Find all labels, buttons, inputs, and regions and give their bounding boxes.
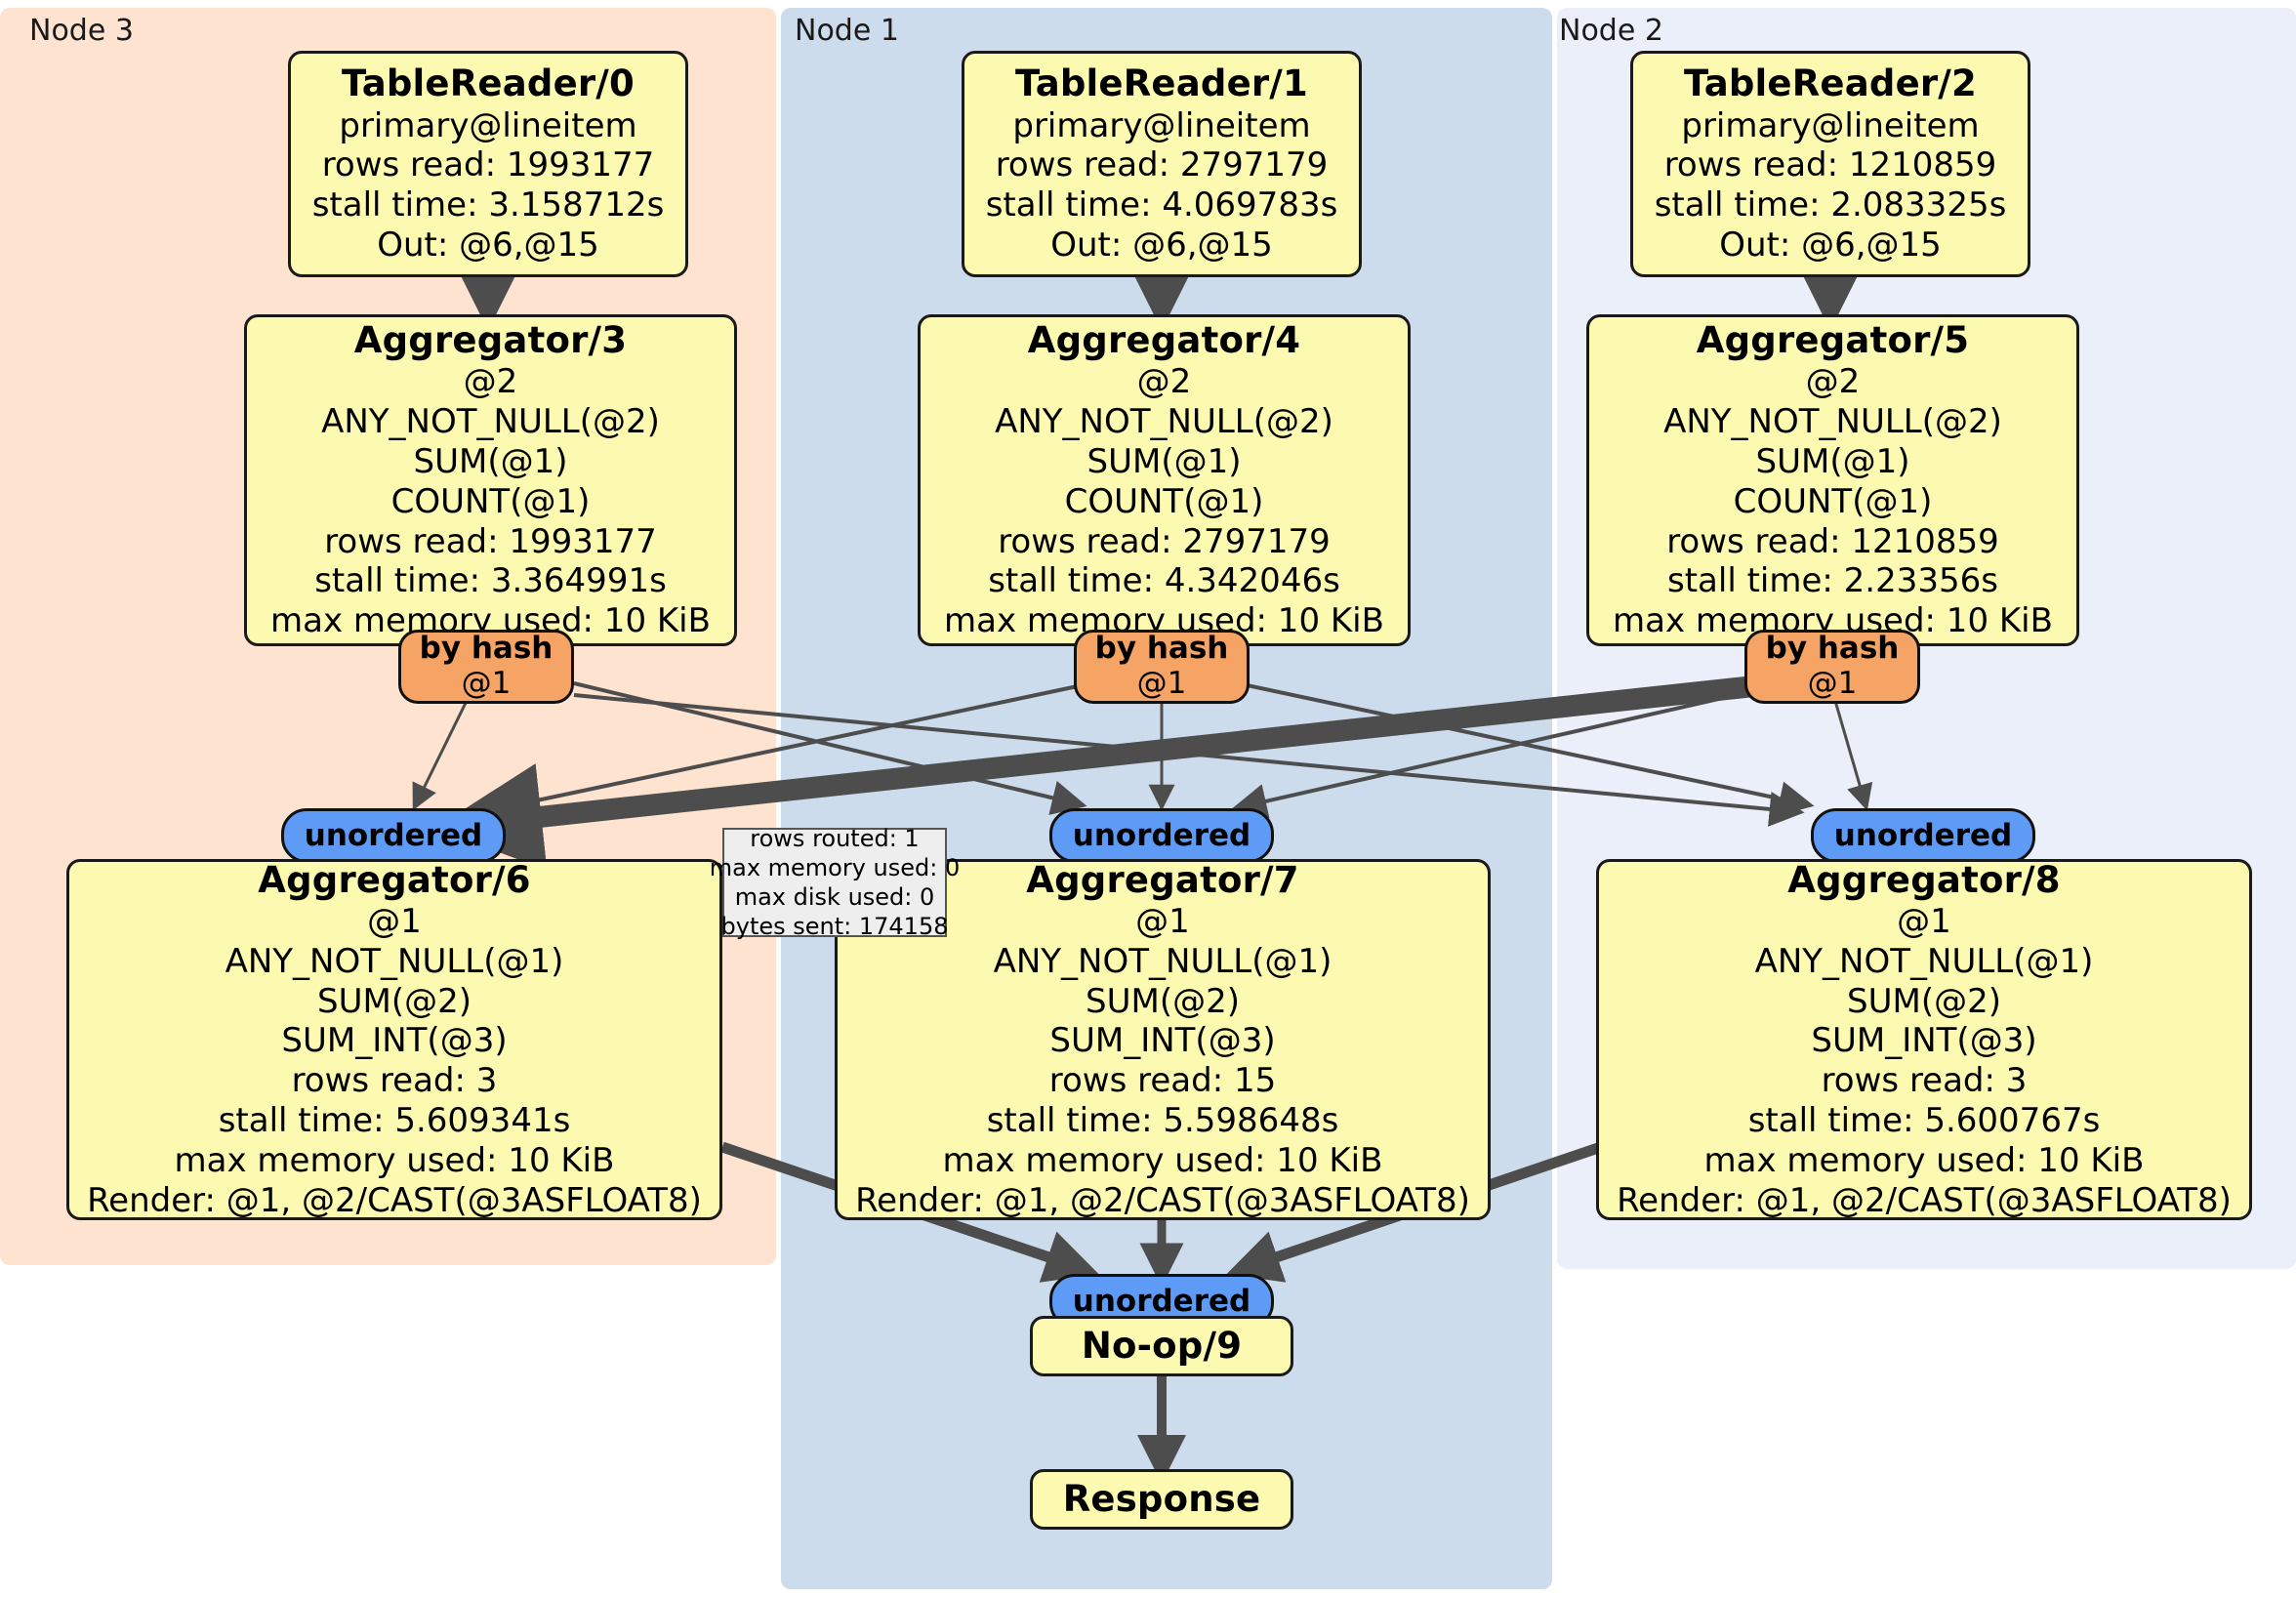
cluster-label-node-1: Node 1	[795, 14, 899, 48]
router-line: @1	[1807, 666, 1858, 701]
processor-line: primary@lineitem	[1681, 105, 1980, 145]
processor-line: rows read: 2797179	[998, 521, 1331, 561]
processor-aggregator-8[interactable]: Aggregator/8 @1 ANY_NOT_NULL(@1) SUM(@2)…	[1596, 859, 2252, 1220]
processor-line: primary@lineitem	[1012, 105, 1311, 145]
cluster-label-node-3: Node 3	[29, 14, 134, 48]
processor-line: SUM(@1)	[413, 442, 568, 481]
synchronizer-unordered-left[interactable]: unordered	[281, 808, 506, 863]
processor-line: @1	[1135, 902, 1190, 942]
processor-aggregator-5[interactable]: Aggregator/5 @2 ANY_NOT_NULL(@2) SUM(@1)…	[1586, 314, 2079, 646]
processor-title: TableReader/2	[1684, 62, 1977, 105]
processor-line: rows read: 3	[291, 1061, 498, 1101]
processor-line: rows read: 15	[1048, 1061, 1277, 1101]
processor-line: @2	[1805, 362, 1861, 402]
processor-title: Aggregator/6	[258, 858, 531, 901]
processor-line: stall time: 3.364991s	[314, 561, 667, 601]
router-by-hash-center[interactable]: by hash @1	[1074, 630, 1250, 704]
stats-line: bytes sent: 174158	[720, 913, 949, 941]
processor-line: SUM(@2)	[1847, 981, 2001, 1021]
processor-line: ANY_NOT_NULL(@2)	[1663, 402, 2002, 442]
router-title: by hash	[1765, 631, 1900, 667]
stats-line: max memory used: 0	[709, 853, 961, 881]
processor-line: stall time: 3.158712s	[311, 185, 665, 225]
processor-line: @1	[1897, 902, 1951, 942]
processor-title: No-op/9	[1081, 1324, 1243, 1367]
router-title: by hash	[1094, 631, 1229, 667]
processor-line: Out: @6,@15	[1050, 225, 1273, 265]
processor-title: Aggregator/7	[1026, 858, 1299, 901]
processor-aggregator-6[interactable]: Aggregator/6 @1 ANY_NOT_NULL(@1) SUM(@2)…	[66, 859, 722, 1220]
processor-line: stall time: 5.600767s	[1747, 1101, 2101, 1140]
processor-line: rows read: 1210859	[1666, 521, 1999, 561]
processor-line: primary@lineitem	[339, 105, 637, 145]
processor-line: @2	[463, 362, 518, 402]
processor-response[interactable]: Response	[1030, 1469, 1293, 1530]
processor-title: Response	[1062, 1477, 1261, 1520]
processor-line: max memory used: 10 KiB	[1703, 1140, 2145, 1180]
processor-title: Aggregator/8	[1787, 858, 2061, 901]
processor-line: stall time: 5.598648s	[986, 1101, 1339, 1140]
processor-line: Render: @1, @2/CAST(@3ASFLOAT8)	[855, 1180, 1470, 1220]
processor-line: rows read: 3	[1821, 1061, 2028, 1101]
synchronizer-unordered-right[interactable]: unordered	[1811, 808, 2035, 863]
processor-line: COUNT(@1)	[390, 481, 591, 521]
processor-line: Out: @6,@15	[1719, 225, 1942, 265]
router-by-hash-right[interactable]: by hash @1	[1744, 630, 1920, 704]
processor-line: max memory used: 10 KiB	[942, 1140, 1383, 1180]
stats-line: max disk used: 0	[734, 883, 935, 911]
processor-line: stall time: 2.23356s	[1667, 561, 1998, 601]
processor-line: Render: @1, @2/CAST(@3ASFLOAT8)	[87, 1180, 702, 1220]
processor-title: Aggregator/4	[1027, 319, 1301, 362]
processor-line: COUNT(@1)	[1064, 481, 1264, 521]
router-by-hash-left[interactable]: by hash @1	[398, 630, 574, 704]
processor-table-reader-2[interactable]: TableReader/2 primary@lineitem rows read…	[1630, 51, 2030, 277]
synchronizer-unordered-center[interactable]: unordered	[1049, 808, 1274, 863]
processor-line: ANY_NOT_NULL(@1)	[1754, 941, 2094, 981]
processor-line: rows read: 1993177	[324, 521, 657, 561]
processor-line: stall time: 4.342046s	[988, 561, 1340, 601]
processor-line: ANY_NOT_NULL(@2)	[995, 402, 1333, 442]
processor-title: Aggregator/3	[353, 319, 628, 362]
processor-no-op-9[interactable]: No-op/9	[1030, 1316, 1293, 1376]
router-line: @1	[1136, 666, 1187, 701]
processor-table-reader-0[interactable]: TableReader/0 primary@lineitem rows read…	[288, 51, 688, 277]
processor-line: stall time: 2.083325s	[1654, 185, 2007, 225]
processor-line: rows read: 1993177	[321, 145, 655, 185]
processor-line: max memory used: 10 KiB	[174, 1140, 615, 1180]
processor-line: Out: @6,@15	[377, 225, 599, 265]
processor-line: ANY_NOT_NULL(@2)	[321, 402, 660, 442]
processor-aggregator-7[interactable]: Aggregator/7 @1 ANY_NOT_NULL(@1) SUM(@2)…	[835, 859, 1491, 1220]
processor-line: SUM(@1)	[1755, 442, 1910, 481]
processor-line: ANY_NOT_NULL(@1)	[993, 941, 1332, 981]
processor-line: rows read: 2797179	[995, 145, 1329, 185]
processor-line: @1	[367, 902, 422, 942]
processor-table-reader-1[interactable]: TableReader/1 primary@lineitem rows read…	[962, 51, 1362, 277]
processor-line: SUM_INT(@3)	[281, 1021, 508, 1061]
processor-aggregator-4[interactable]: Aggregator/4 @2 ANY_NOT_NULL(@2) SUM(@1)…	[918, 314, 1411, 646]
router-title: by hash	[419, 631, 554, 667]
processor-line: SUM_INT(@3)	[1811, 1021, 2037, 1061]
processor-line: SUM(@2)	[317, 981, 472, 1021]
cluster-label-node-2: Node 2	[1559, 14, 1663, 48]
processor-line: stall time: 5.609341s	[218, 1101, 571, 1140]
processor-aggregator-3[interactable]: Aggregator/3 @2 ANY_NOT_NULL(@2) SUM(@1)…	[244, 314, 737, 646]
processor-title: TableReader/1	[1015, 62, 1308, 105]
processor-title: TableReader/0	[342, 62, 635, 105]
router-line: @1	[461, 666, 512, 701]
processor-line: stall time: 4.069783s	[985, 185, 1338, 225]
router-stats-box: rows routed: 1 max memory used: 0 max di…	[710, 825, 961, 941]
processor-line: ANY_NOT_NULL(@1)	[225, 941, 564, 981]
stats-line: rows routed: 1	[750, 824, 920, 852]
processor-line: SUM(@2)	[1086, 981, 1240, 1021]
processor-line: rows read: 1210859	[1663, 145, 1997, 185]
processor-line: COUNT(@1)	[1733, 481, 1933, 521]
processor-line: @2	[1136, 362, 1192, 402]
processor-line: Render: @1, @2/CAST(@3ASFLOAT8)	[1617, 1180, 2232, 1220]
processor-title: Aggregator/5	[1696, 319, 1970, 362]
processor-line: SUM(@1)	[1086, 442, 1242, 481]
processor-line: SUM_INT(@3)	[1049, 1021, 1276, 1061]
